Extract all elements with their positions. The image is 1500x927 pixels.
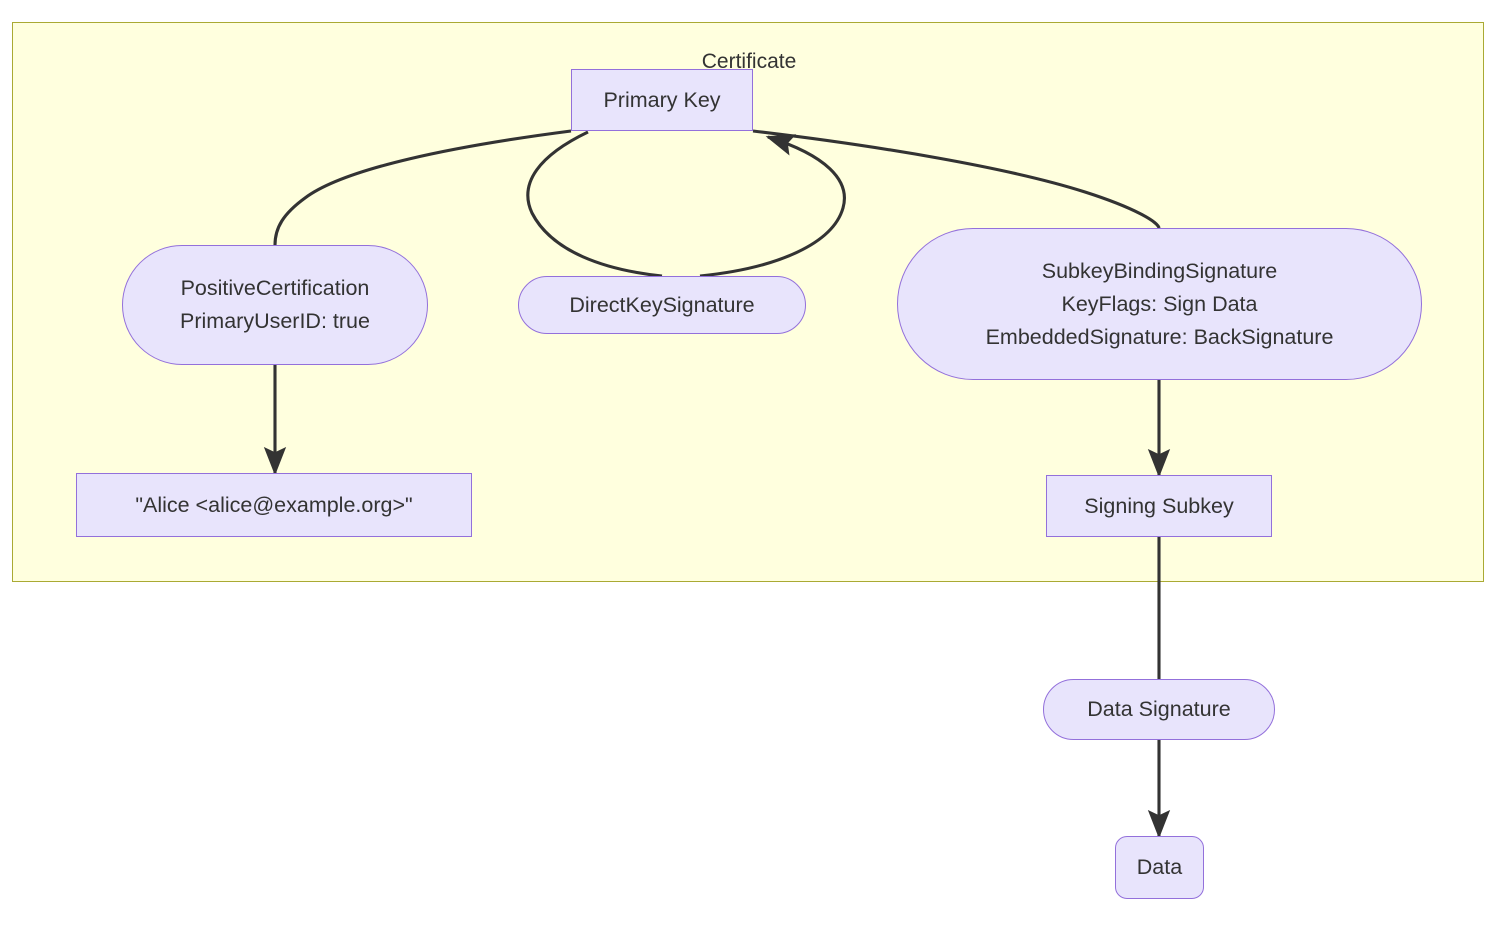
node-positive-certification-line-0: PositiveCertification	[180, 276, 370, 300]
node-data-line-0: Data	[1136, 855, 1183, 879]
node-direct-key-signature[interactable]: DirectKeySignature	[518, 276, 806, 334]
node-primary-key-line-0: Primary Key	[603, 87, 721, 112]
node-subkey-binding-signature-line-2: EmbeddedSignature: BackSignature	[985, 324, 1334, 349]
node-signing-subkey[interactable]: Signing Subkey	[1046, 475, 1272, 537]
node-subkey-binding-signature-line-0: SubkeyBindingSignature	[1041, 258, 1278, 283]
node-positive-certification-line-1: PrimaryUserID: true	[180, 309, 370, 333]
node-subkey-binding-signature[interactable]: SubkeyBindingSignature KeyFlags: Sign Da…	[897, 228, 1422, 380]
node-alice-user-id[interactable]: "Alice <alice@example.org>"	[76, 473, 472, 537]
subgraph-certificate-label: Certificate	[701, 50, 797, 73]
node-primary-key[interactable]: Primary Key	[571, 69, 753, 131]
node-positive-certification[interactable]: PositiveCertification PrimaryUserID: tru…	[122, 245, 428, 365]
node-data-signature[interactable]: Data Signature	[1043, 679, 1275, 740]
node-data[interactable]: Data	[1115, 836, 1204, 899]
node-alice-user-id-line-0: "Alice <alice@example.org>"	[135, 492, 413, 517]
node-subkey-binding-signature-line-1: KeyFlags: Sign Data	[1061, 291, 1258, 316]
node-signing-subkey-line-0: Signing Subkey	[1084, 493, 1234, 518]
node-data-signature-line-0: Data Signature	[1087, 697, 1231, 721]
node-direct-key-signature-line-0: DirectKeySignature	[569, 292, 755, 317]
